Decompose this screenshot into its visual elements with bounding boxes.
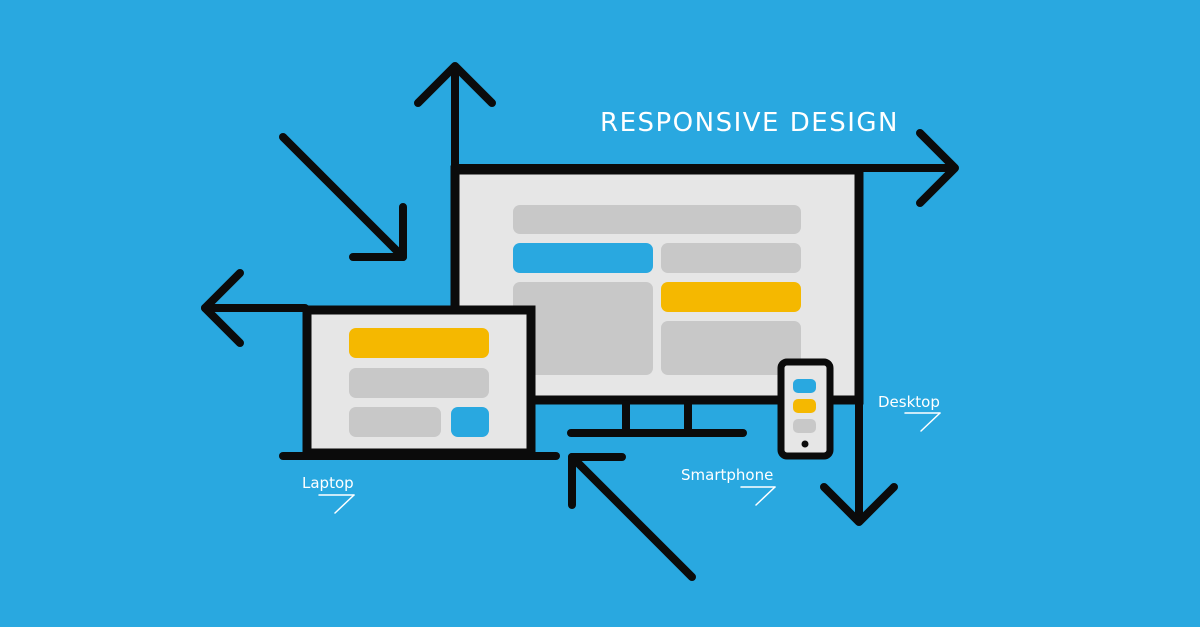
smartphone-home-button: [802, 441, 809, 448]
desktop-label-underline: [905, 413, 940, 431]
laptop-placeholder-block: [349, 368, 489, 398]
desktop-label-group: Desktop: [878, 393, 940, 431]
smartphone-label-group: Smartphone: [681, 466, 775, 505]
laptop-content-block: [349, 407, 441, 437]
desktop-label: Desktop: [878, 393, 940, 411]
smartphone-label-underline: [741, 487, 775, 505]
laptop-yellow-block: [349, 328, 489, 358]
arrow-diagonal-out-icon: [572, 457, 692, 577]
smartphone-placeholder-block: [793, 419, 816, 433]
laptop-blue-block: [451, 407, 489, 437]
desktop-blue-block: [513, 243, 653, 273]
desktop-header-block: [513, 205, 801, 234]
arrow-diagonal-in-icon: [283, 137, 403, 257]
arrow-left-icon: [205, 273, 305, 343]
desktop-placeholder-block: [661, 243, 801, 273]
desktop-stand: [571, 404, 743, 433]
laptop: [283, 310, 556, 456]
arrow-up-icon: [418, 66, 492, 170]
smartphone: [781, 362, 830, 456]
title: RESPONSIVE DESIGN: [600, 108, 899, 138]
smartphone-label: Smartphone: [681, 466, 773, 484]
desktop-yellow-block: [661, 282, 801, 312]
laptop-label-group: Laptop: [302, 474, 354, 513]
smartphone-blue-block: [793, 379, 816, 393]
laptop-label: Laptop: [302, 474, 354, 492]
smartphone-yellow-block: [793, 399, 816, 413]
laptop-label-underline: [319, 495, 354, 513]
